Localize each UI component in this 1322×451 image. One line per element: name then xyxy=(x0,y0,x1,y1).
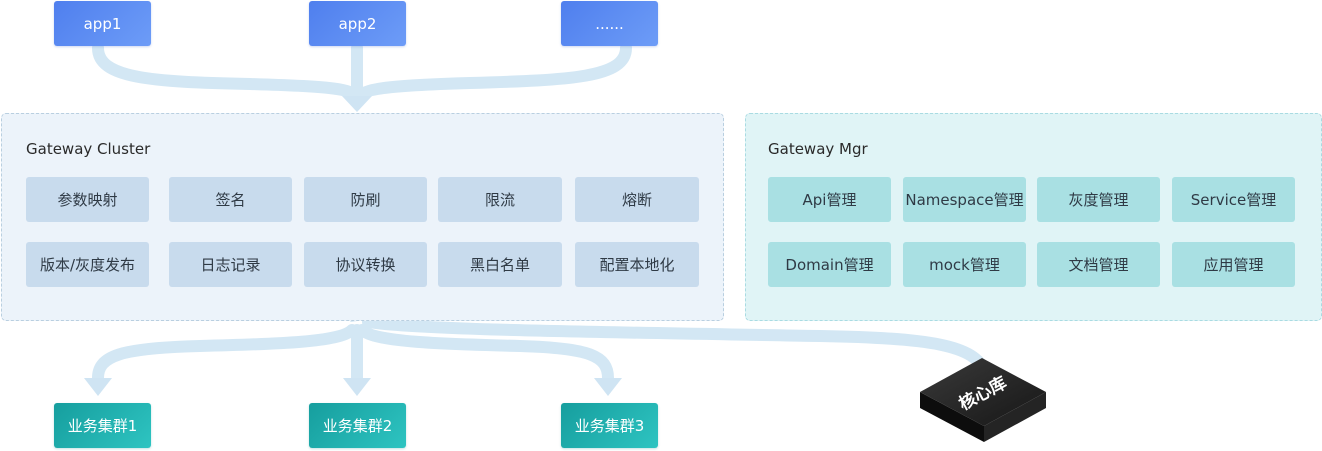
arrowhead-biz2 xyxy=(343,378,371,396)
gateway-cluster-title: Gateway Cluster xyxy=(26,140,151,158)
mgr-cell-api: Api管理 xyxy=(768,177,891,222)
business-cluster-2: 业务集群2 xyxy=(309,403,406,448)
cluster-cell-gray-release: 版本/灰度发布 xyxy=(26,242,149,287)
arrow-more-to-cluster xyxy=(354,42,632,102)
mgr-cell-service: Service管理 xyxy=(1172,177,1295,222)
cluster-cell-protocol-convert: 协议转换 xyxy=(304,242,427,287)
cluster-cell-anti-brush: 防刷 xyxy=(304,177,427,222)
app1-box: app1 xyxy=(54,1,151,46)
cluster-cell-logging: 日志记录 xyxy=(169,242,292,287)
cluster-cell-circuit-breaker: 熔断 xyxy=(575,177,699,222)
cluster-cell-rate-limit: 限流 xyxy=(438,177,562,222)
arrowhead-into-cluster-top xyxy=(342,96,372,112)
cluster-cell-config-local: 配置本地化 xyxy=(575,242,699,287)
cluster-cell-blacklist: 黑白名单 xyxy=(438,242,562,287)
arrow-cluster-to-biz1 xyxy=(92,324,358,384)
mgr-cell-gray: 灰度管理 xyxy=(1037,177,1160,222)
arrowhead-biz3 xyxy=(594,378,622,396)
mgr-cell-app: 应用管理 xyxy=(1172,242,1295,287)
arrow-cluster-to-biz3 xyxy=(356,324,614,384)
cluster-cell-param-mapping: 参数映射 xyxy=(26,177,149,222)
mgr-cell-domain: Domain管理 xyxy=(768,242,891,287)
arrowhead-biz1 xyxy=(84,378,112,396)
business-cluster-3: 业务集群3 xyxy=(561,403,658,448)
core-db-top-face xyxy=(920,358,1046,426)
business-cluster-1: 业务集群1 xyxy=(54,403,151,448)
cluster-cell-signature: 签名 xyxy=(169,177,292,222)
app2-box: app2 xyxy=(309,1,406,46)
mgr-cell-namespace: Namespace管理 xyxy=(903,177,1026,222)
arrow-core-to-cluster xyxy=(362,316,991,378)
mgr-cell-mock: mock管理 xyxy=(903,242,1026,287)
gateway-cluster-panel: Gateway Cluster 参数映射 签名 防刷 限流 熔断 版本/灰度发布… xyxy=(1,113,724,321)
gateway-mgr-title: Gateway Mgr xyxy=(768,140,868,158)
more-apps-box: ...... xyxy=(561,1,658,46)
core-db-right-face xyxy=(984,392,1046,442)
gateway-mgr-panel: Gateway Mgr Api管理 Namespace管理 灰度管理 Servi… xyxy=(745,113,1322,321)
core-db-left-face xyxy=(920,392,984,442)
arrow-app1-to-cluster xyxy=(92,42,362,102)
core-db-block: 核心库 xyxy=(920,358,1046,442)
mgr-cell-docs: 文档管理 xyxy=(1037,242,1160,287)
